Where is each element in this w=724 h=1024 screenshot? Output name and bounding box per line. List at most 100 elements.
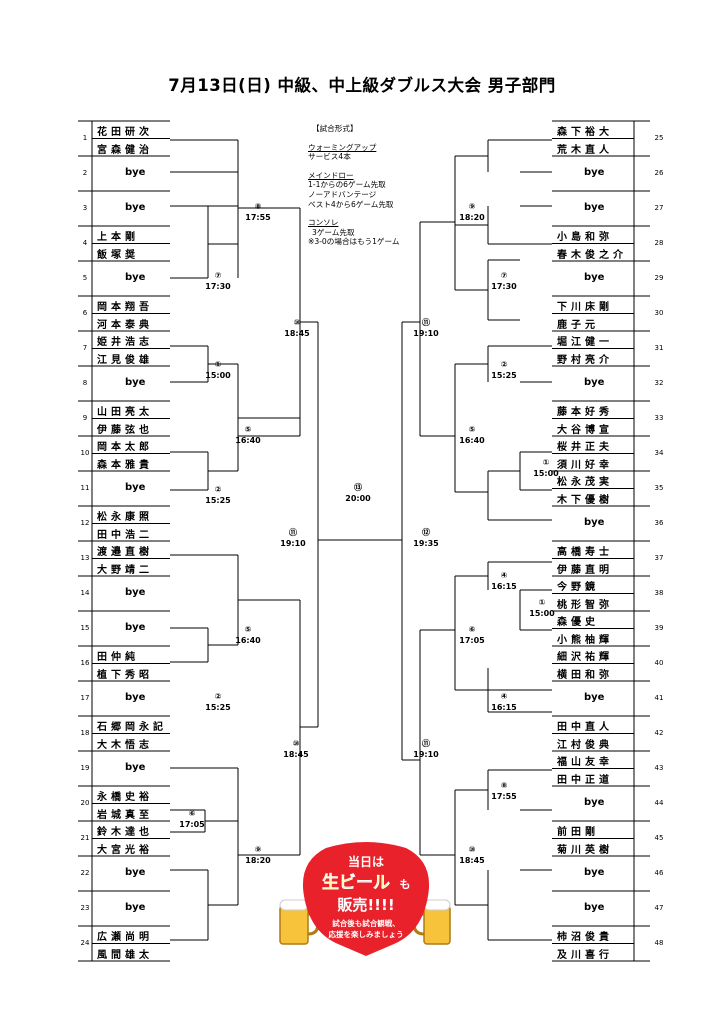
player-name: 松永茂実 bbox=[557, 477, 613, 488]
court-number: ⑥ bbox=[468, 625, 476, 634]
page-title: 7月13日(日) 中級、中上級ダブルス大会 男子部門 bbox=[168, 76, 556, 95]
court-number: ⑨ bbox=[468, 202, 476, 211]
rules-heading: 【試合形式】 bbox=[312, 124, 358, 133]
player-name: 木下優樹 bbox=[557, 494, 613, 506]
entry-seed: 30 bbox=[654, 308, 664, 317]
player-name: 風間雄太 bbox=[97, 949, 153, 961]
court-number: ⑪ bbox=[289, 528, 297, 537]
match-time: 19:10 bbox=[413, 329, 439, 338]
entry-seed: 19 bbox=[80, 763, 90, 772]
match-time: 15:25 bbox=[205, 496, 231, 505]
match-time: 17:30 bbox=[205, 282, 231, 291]
entry-seed: 7 bbox=[82, 343, 88, 352]
consolation-label: コンソレ bbox=[308, 218, 339, 228]
player-name: 渡邉直樹 bbox=[97, 547, 153, 558]
entry-seed: 20 bbox=[80, 798, 90, 807]
main-draw-line: 1-1からの6ゲーム先取 bbox=[308, 180, 386, 190]
match-time: 17:05 bbox=[459, 636, 485, 645]
player-name: 河本泰典 bbox=[97, 319, 153, 331]
entry-seed: 24 bbox=[80, 938, 90, 947]
bye-label: bye bbox=[584, 271, 605, 283]
player-name: 菊川英樹 bbox=[557, 844, 613, 856]
player-name: 江村俊典 bbox=[557, 739, 613, 751]
player-name: 大野靖二 bbox=[97, 564, 153, 576]
entry-seed: 16 bbox=[80, 658, 90, 667]
bye-label: bye bbox=[125, 901, 146, 913]
player-name: 今野鏡 bbox=[557, 582, 599, 593]
match-time: 18:45 bbox=[283, 750, 309, 759]
player-name: 荒木直人 bbox=[557, 144, 613, 156]
player-name: 田中直人 bbox=[557, 722, 613, 733]
player-name: 田中正道 bbox=[557, 774, 613, 786]
court-number: ⑤ bbox=[244, 425, 252, 434]
bye-label: bye bbox=[584, 166, 605, 178]
player-name: 岡本太郎 bbox=[97, 442, 153, 453]
match-time: 19:10 bbox=[280, 539, 306, 548]
match-time: 17:30 bbox=[491, 282, 517, 291]
player-name: 田仲純 bbox=[97, 652, 139, 663]
match-time: 16:40 bbox=[459, 436, 485, 445]
entry-seed: 26 bbox=[654, 168, 664, 177]
entry-seed: 36 bbox=[654, 518, 664, 527]
player-name: 山田亮太 bbox=[97, 407, 153, 418]
player-name: 柿沼俊貴 bbox=[557, 932, 613, 943]
entry-seed: 34 bbox=[654, 448, 664, 457]
court-number: ④ bbox=[500, 692, 508, 701]
entry-seed: 27 bbox=[654, 203, 664, 212]
player-name: 岡本翔吾 bbox=[97, 302, 153, 313]
match-label: ⑩ 18:45 bbox=[274, 738, 318, 760]
court-number: ⑩ bbox=[292, 739, 300, 748]
entry-seed: 10 bbox=[80, 448, 90, 457]
match-time: 17:55 bbox=[245, 213, 271, 222]
bye-label: bye bbox=[584, 796, 605, 808]
bye-label: bye bbox=[584, 201, 605, 213]
court-number: ① bbox=[214, 360, 222, 369]
player-name: 桃形智弥 bbox=[557, 599, 613, 611]
player-name: 飯塚奨 bbox=[97, 249, 139, 261]
consolation-line: ※3-0の場合はもう1ゲーム bbox=[308, 237, 400, 247]
entry-seed: 33 bbox=[654, 413, 664, 422]
court-number: ④ bbox=[500, 571, 508, 580]
bye-label: bye bbox=[125, 761, 146, 773]
bye-label: bye bbox=[584, 376, 605, 388]
main-draw-line: ベスト4から6ゲーム先取 bbox=[308, 199, 394, 209]
entry-seed: 23 bbox=[80, 903, 90, 912]
bye-label: bye bbox=[584, 866, 605, 878]
entry-seed: 32 bbox=[654, 378, 664, 387]
entry-seed: 1 bbox=[82, 133, 88, 142]
entry-seed: 21 bbox=[80, 833, 90, 842]
court-number: ⑬ bbox=[354, 483, 362, 492]
match-time: 16:40 bbox=[235, 436, 261, 445]
bye-label: bye bbox=[125, 166, 146, 178]
court-number: ⑩ bbox=[468, 845, 476, 854]
entry-seed: 46 bbox=[654, 868, 664, 877]
match-time: 19:10 bbox=[413, 750, 439, 759]
court-number: ⑤ bbox=[468, 425, 476, 434]
entry-seed: 15 bbox=[80, 623, 90, 632]
match-label: ⑤ 16:40 bbox=[226, 424, 270, 446]
match-time: 15:25 bbox=[491, 371, 517, 380]
entry-seed: 8 bbox=[82, 378, 88, 387]
player-name: 石郷岡永記 bbox=[97, 722, 167, 733]
player-name: 春木俊之介 bbox=[557, 249, 627, 261]
player-name: 伊藤弦也 bbox=[97, 424, 153, 436]
player-name: 桜井正夫 bbox=[557, 442, 613, 453]
bye-label: bye bbox=[584, 901, 605, 913]
match-time: 17:55 bbox=[491, 792, 517, 801]
match-label: ⑪ 19:10 bbox=[271, 527, 315, 549]
match-label: ⑥ 17:05 bbox=[450, 624, 494, 646]
entry-seed: 2 bbox=[82, 168, 88, 177]
player-name: 森優史 bbox=[557, 617, 599, 628]
player-name: 鹿子元 bbox=[557, 319, 599, 331]
entry-seed: 6 bbox=[82, 308, 88, 317]
player-name: 松永康照 bbox=[97, 512, 153, 523]
player-name: 横田和弥 bbox=[557, 669, 613, 681]
